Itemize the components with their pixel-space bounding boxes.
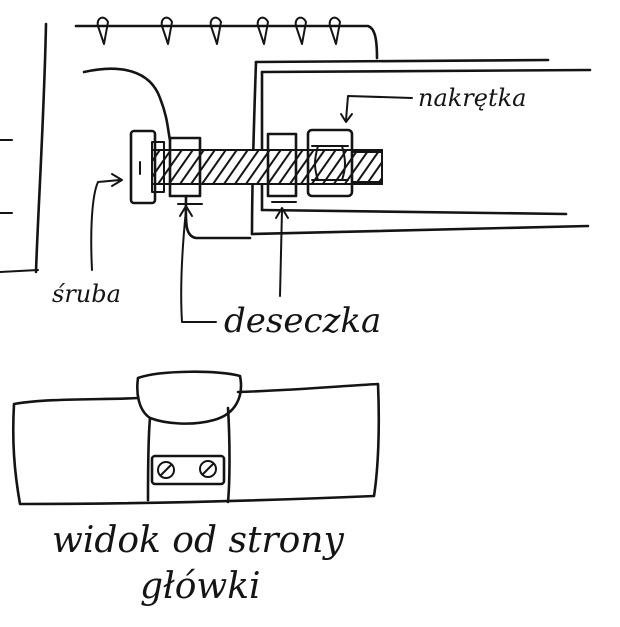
label-screw: śruba xyxy=(52,280,121,308)
screw-head-left-icon xyxy=(157,461,175,479)
washer-left xyxy=(168,136,202,198)
side-view-diagram: nakrętka śruba deseczka xyxy=(0,16,592,341)
screw-head-right-icon xyxy=(199,460,217,478)
nut xyxy=(306,128,354,198)
head-view-cap xyxy=(136,370,243,425)
screw-leader xyxy=(90,173,123,271)
board-leaders xyxy=(179,205,289,323)
head-view-plate xyxy=(150,454,226,486)
label-view-line2: główki xyxy=(140,566,261,607)
head-view-neck xyxy=(146,406,231,504)
left-frame xyxy=(0,22,48,274)
label-nut: nakrętka xyxy=(418,84,526,112)
pin-row xyxy=(74,16,379,60)
bolt-head xyxy=(129,129,157,205)
head-view-body xyxy=(11,382,381,506)
nut-leader xyxy=(340,95,413,123)
bolt-assembly xyxy=(129,128,383,205)
label-view-line1: widok od strony xyxy=(52,520,344,561)
head-view-diagram: widok od strony główki xyxy=(11,370,381,607)
washer-right xyxy=(266,132,298,198)
label-board: deseczka xyxy=(224,301,381,341)
